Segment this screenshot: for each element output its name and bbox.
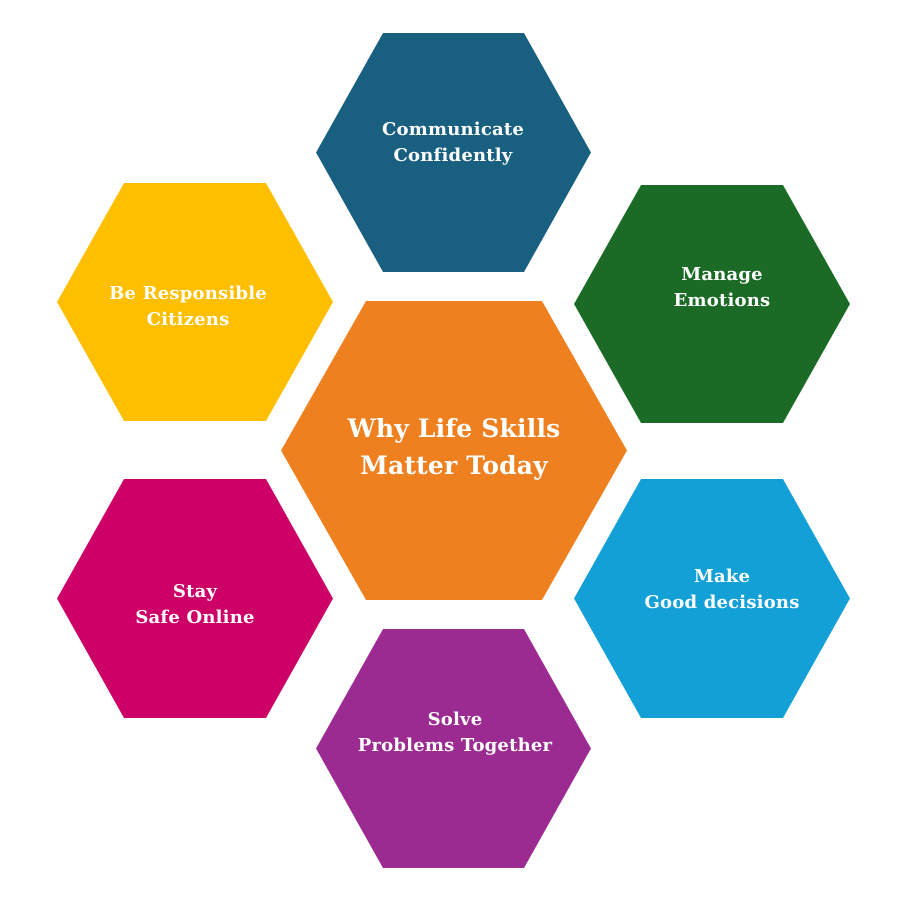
decisions-label: Make Good decisions: [644, 564, 799, 616]
center-label-line: Matter Today: [360, 451, 548, 480]
label-line: Safe Online: [135, 607, 255, 628]
label-line: Problems Together: [357, 735, 553, 756]
label-line: Communicate: [381, 119, 525, 140]
label-line: Confidently: [393, 145, 513, 166]
citizens-label: Be Responsible Citizens: [109, 281, 267, 333]
label-line: Emotions: [673, 290, 771, 311]
communicate-hexagon: [316, 33, 591, 272]
citizens-hexagon: [57, 183, 333, 421]
label-line: Good decisions: [644, 592, 800, 613]
label-line: Solve: [427, 709, 483, 730]
center-hexagon: [281, 301, 627, 600]
online-label: Stay Safe Online: [135, 579, 254, 631]
label-line: Stay: [172, 581, 218, 602]
online-hexagon: [57, 479, 333, 718]
decisions-hexagon: [574, 479, 850, 718]
center-label-line: Why Life Skills: [347, 414, 561, 443]
center-hexagon-label: Why Life Skills Matter Today: [348, 410, 561, 484]
emotions-hexagon: [574, 185, 850, 423]
problems-label: Solve Problems Together: [358, 707, 552, 759]
emotions-label: Manage Emotions: [674, 262, 771, 314]
communicate-label: Communicate Confidently: [382, 117, 524, 169]
label-line: Make: [693, 566, 751, 587]
label-line: Be Responsible: [109, 283, 267, 304]
label-line: Manage: [681, 264, 763, 285]
label-line: Citizens: [146, 309, 230, 330]
problems-hexagon: [316, 629, 591, 868]
